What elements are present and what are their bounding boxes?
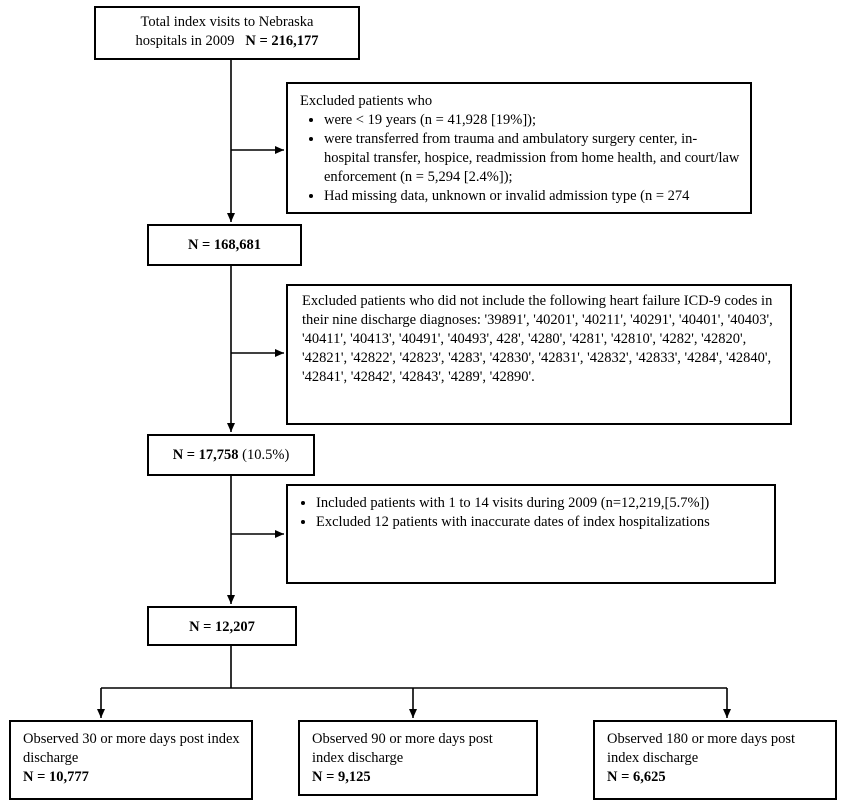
exclusion-1-title: Excluded patients who <box>300 93 433 109</box>
exclusion-box-1: Excluded patients who were < 19 years (n… <box>286 82 752 214</box>
top-line1: Total index visits to Nebraska <box>140 14 314 30</box>
exclusion-1-item: were transferred from trauma and ambulat… <box>324 130 742 187</box>
exclusion-3-list: Included patients with 1 to 14 visits du… <box>292 494 766 532</box>
top-n: N = 216,177 <box>245 33 319 49</box>
exclusion-3-item: Excluded 12 patients with inaccurate dat… <box>316 513 766 532</box>
outcome-90-text: Observed 90 or more days post index disc… <box>312 731 493 766</box>
outcome-30-text: Observed 30 or more days post index disc… <box>23 731 240 766</box>
n-box-2: N = 168,681 <box>147 224 302 266</box>
outcome-30-n: N = 10,777 <box>23 769 89 785</box>
outcome-box-30: Observed 30 or more days post index disc… <box>9 720 253 800</box>
exclusion-1-list: were < 19 years (n = 41,928 [19%]); were… <box>300 111 742 206</box>
outcome-180-text: Observed 180 or more days post index dis… <box>607 731 796 766</box>
outcome-90-n: N = 9,125 <box>312 769 371 785</box>
exclusion-1-item: Had missing data, unknown or invalid adm… <box>324 187 742 206</box>
outcome-180-n: N = 6,625 <box>607 769 666 785</box>
exclusion-1-item: were < 19 years (n = 41,928 [19%]); <box>324 111 742 130</box>
n2-label: N = 168,681 <box>187 237 262 253</box>
n3-pct: (10.5%) <box>242 447 290 463</box>
top-line2: hospitals in 2009 <box>135 33 235 49</box>
n-box-3: N = 17,758 (10.5%) <box>147 434 315 476</box>
n-box-4: N = 12,207 <box>147 606 297 646</box>
n3-label: N = 17,758 <box>172 447 239 463</box>
exclusion-box-2: Excluded patients who did not include th… <box>286 284 792 425</box>
outcome-box-90: Observed 90 or more days post index disc… <box>298 720 538 796</box>
exclusion-2-text: Excluded patients who did not include th… <box>302 293 773 385</box>
top-box: Total index visits to Nebraska hospitals… <box>94 6 360 60</box>
exclusion-3-item: Included patients with 1 to 14 visits du… <box>316 494 766 513</box>
exclusion-box-3: Included patients with 1 to 14 visits du… <box>286 484 776 584</box>
n4-label: N = 12,207 <box>189 619 255 635</box>
outcome-box-180: Observed 180 or more days post index dis… <box>593 720 837 800</box>
